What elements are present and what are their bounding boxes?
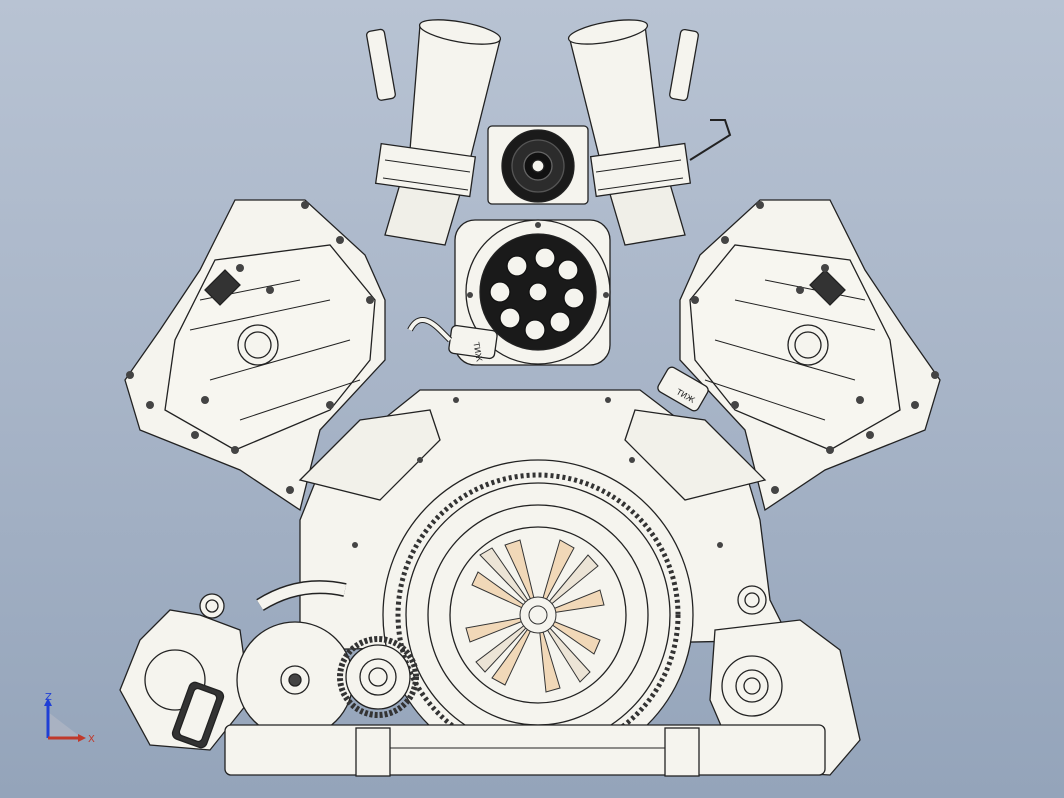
water-pump[interactable]	[119, 580, 347, 751]
bank-sensors	[204, 269, 846, 306]
distributor[interactable]	[454, 219, 611, 366]
axis-triad: Z X	[44, 692, 95, 745]
plug-stamp-left: ТИЖ	[471, 341, 483, 363]
sensor-plugs[interactable]: ТИЖ ТИЖ	[407, 317, 710, 413]
head-bolts	[126, 201, 939, 548]
throttle-body[interactable]	[487, 125, 589, 205]
x-axis-label: X	[88, 734, 95, 745]
timing-gear[interactable]	[337, 636, 419, 718]
oil-pump-pulley[interactable]	[236, 621, 354, 739]
clutch-spring-fingers	[465, 539, 605, 693]
z-axis-label: Z	[45, 692, 52, 703]
intake-trumpets[interactable]	[366, 15, 732, 246]
oil-sump[interactable]	[224, 724, 826, 777]
